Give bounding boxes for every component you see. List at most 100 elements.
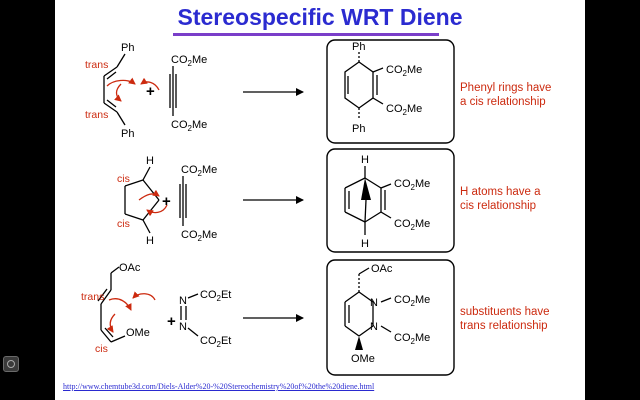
electron-arrow xyxy=(132,291,156,301)
phenyl-label-bottom: Ph xyxy=(121,128,134,140)
cis-label-top: cis xyxy=(117,173,130,185)
methoxy-wedge xyxy=(355,336,363,350)
bond xyxy=(372,97,384,105)
product-2: H H CO2Me CO2Me xyxy=(344,154,430,250)
bond xyxy=(380,325,392,333)
product-ester-bottom: CO2Me xyxy=(386,103,422,117)
note-line: a cis relationship xyxy=(460,96,546,108)
bond xyxy=(344,211,366,223)
plus-sign: + xyxy=(167,313,176,330)
methoxy-label: OMe xyxy=(126,327,150,339)
bond xyxy=(364,177,382,189)
electron-arrow xyxy=(106,313,116,333)
ethyl-ester-label-bottom: CO2Et xyxy=(200,335,231,349)
nitrogen-label-bottom: N xyxy=(179,321,187,333)
reaction-1: Ph Ph trans trans + CO2M xyxy=(85,39,455,144)
note-line: Phenyl rings have xyxy=(460,82,552,94)
electron-arrow xyxy=(108,298,132,311)
azo-dienophile: N N CO2Et CO2Et xyxy=(179,289,231,349)
bond xyxy=(110,266,120,274)
bond xyxy=(380,297,392,303)
plus-sign: + xyxy=(162,193,171,210)
bond xyxy=(103,102,118,113)
circle-icon xyxy=(7,360,15,368)
note-line: substituents have xyxy=(460,306,550,318)
bond xyxy=(187,293,199,299)
product-ester-top: CO2Me xyxy=(394,294,430,308)
product-3: OAc N N OMe CO2Me xyxy=(344,263,430,365)
product-ester-top: CO2Me xyxy=(394,178,430,192)
product-phenyl-top: Ph xyxy=(352,41,365,53)
ester-label-top: CO2Me xyxy=(171,54,207,68)
bond xyxy=(124,213,144,221)
plus-sign: + xyxy=(146,83,155,100)
product-nitrogen-top: N xyxy=(370,297,378,309)
electron-arrow xyxy=(138,189,160,201)
bond xyxy=(358,267,370,275)
electron-arrow xyxy=(114,83,122,102)
product-ester-bottom: CO2Me xyxy=(394,332,430,346)
bond xyxy=(380,183,392,189)
reaction-2: H H cis cis + CO2Me CO2Me xyxy=(117,148,455,253)
bond xyxy=(100,329,112,343)
bond xyxy=(142,219,151,234)
bond xyxy=(380,211,392,219)
bond xyxy=(110,335,126,343)
product-box xyxy=(326,148,455,253)
product-box xyxy=(326,259,455,376)
reaction-scheme: Ph Ph trans trans + CO2M xyxy=(81,39,455,376)
bond xyxy=(103,66,118,77)
bridge-bond xyxy=(364,199,367,223)
reaction-3: OAc OMe trans cis + xyxy=(81,259,455,376)
trans-label: trans xyxy=(81,291,104,303)
bond xyxy=(100,289,112,305)
note-phenyl-cis: Phenyl rings have a cis relationship xyxy=(460,81,551,109)
bond xyxy=(142,166,151,181)
screen-options-button[interactable] xyxy=(3,356,19,372)
bond xyxy=(364,211,382,223)
electron-arrow xyxy=(146,204,168,217)
hydrogen-label-bottom: H xyxy=(146,235,154,247)
phenyl-label-top: Ph xyxy=(121,42,134,54)
dienophile-alkyne: CO2Me CO2Me xyxy=(179,164,217,243)
bond xyxy=(344,291,360,303)
ester-label-bottom: CO2Me xyxy=(181,229,217,243)
bond xyxy=(358,325,374,337)
bond xyxy=(116,111,126,126)
bond xyxy=(372,67,384,73)
source-link[interactable]: http://www.chemtube3d.com/Diels-Alder%20… xyxy=(63,382,375,391)
bond xyxy=(344,325,360,337)
note-line: trans relationship xyxy=(460,320,548,332)
bridge-wedge xyxy=(361,178,371,200)
bond xyxy=(344,177,366,189)
cis-label-bottom: cis xyxy=(117,218,130,230)
product-hydrogen-top: H xyxy=(361,154,369,166)
cis-label: cis xyxy=(95,343,108,355)
product-acetoxy: OAc xyxy=(371,263,393,275)
trans-label-bottom: trans xyxy=(85,109,108,121)
bond xyxy=(358,291,374,303)
product-ester-top: CO2Me xyxy=(386,64,422,78)
diene-trans-cis: OAc OMe trans cis xyxy=(81,262,156,355)
nitrogen-label-top: N xyxy=(179,295,187,307)
title-underline xyxy=(173,33,439,36)
bond xyxy=(142,179,160,201)
product-phenyl-bottom: Ph xyxy=(352,123,365,135)
bond xyxy=(106,99,117,108)
electron-arrow xyxy=(140,77,160,91)
ethyl-ester-label-top: CO2Et xyxy=(200,289,231,303)
bond xyxy=(142,199,160,221)
product-nitrogen-bottom: N xyxy=(370,321,378,333)
note-line: cis relationship xyxy=(460,200,537,212)
product-methoxy: OMe xyxy=(351,353,375,365)
bond xyxy=(187,327,199,337)
note-h-cis: H atoms have a cis relationship xyxy=(460,185,541,213)
bond xyxy=(97,288,108,302)
bond xyxy=(106,71,117,80)
hydrogen-label-top: H xyxy=(146,155,154,167)
electron-arrow xyxy=(106,77,136,87)
product-hydrogen-bottom: H xyxy=(361,238,369,250)
product-1: Ph Ph CO2Me CO2Me xyxy=(344,41,422,135)
cyclopentadiene: H H cis cis xyxy=(117,155,168,247)
